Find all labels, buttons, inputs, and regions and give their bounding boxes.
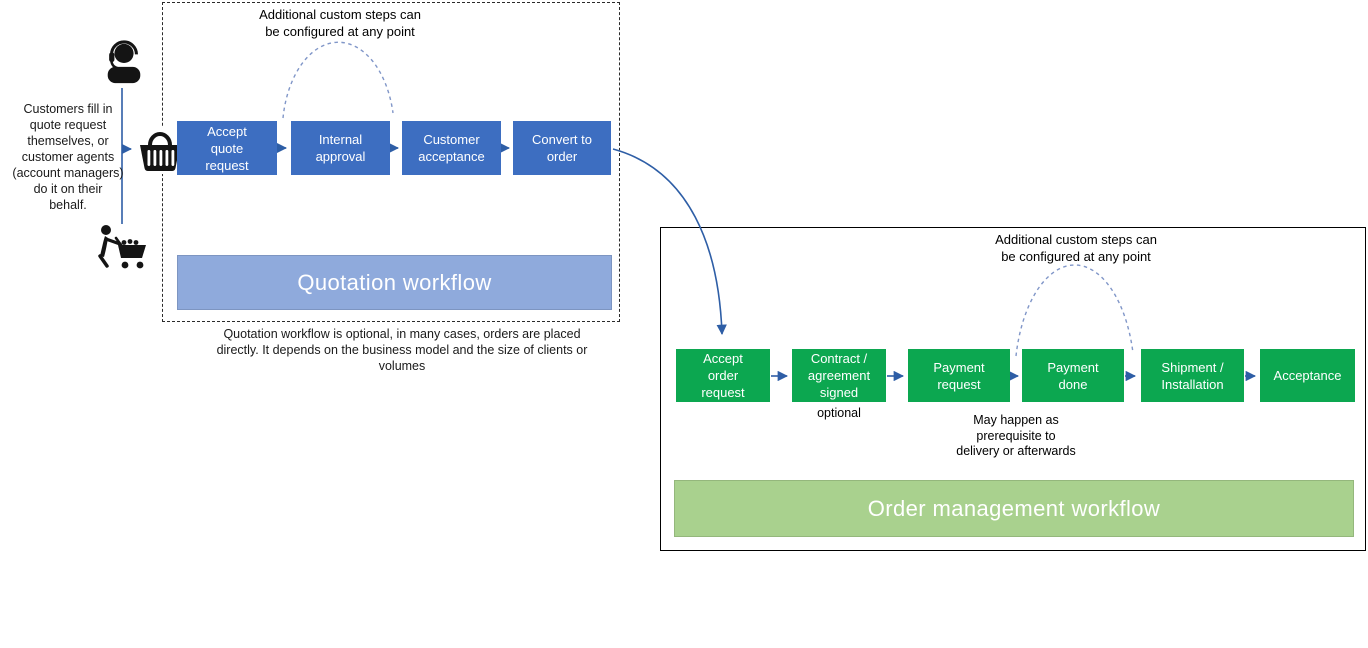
quotation-banner: Quotation workflow — [177, 255, 612, 310]
order-annotation: Additional custom steps can be configure… — [995, 232, 1157, 264]
step-contract-agreement-signed: Contract / agreement signed — [792, 349, 886, 402]
support-agent-icon — [101, 38, 147, 88]
step-payment-request: Payment request — [908, 349, 1010, 402]
step-payment-done: Payment done — [1022, 349, 1124, 402]
step-shipment-installation: Shipment / Installation — [1141, 349, 1244, 402]
order-banner: Order management workflow — [674, 480, 1354, 537]
step-internal-approval: Internal approval — [291, 121, 390, 175]
step-accept-order-request: Accept order request — [676, 349, 770, 402]
step-accept-quote-request: Accept quote request — [177, 121, 277, 175]
customer-note: Customers fill in quote request themselv… — [12, 102, 124, 212]
quotation-caption: Quotation workflow is optional, in many … — [216, 327, 588, 373]
shopping-basket-icon — [137, 126, 183, 174]
quotation-annotation: Additional custom steps can be configure… — [259, 7, 421, 39]
payment-timing-note: May happen as prerequisite to delivery o… — [956, 413, 1076, 458]
step-convert-to-order: Convert to order — [513, 121, 611, 175]
customer-with-cart-icon — [96, 224, 152, 274]
step-customer-acceptance: Customer acceptance — [402, 121, 501, 175]
contract-optional-note: optional — [817, 406, 861, 420]
step-acceptance: Acceptance — [1260, 349, 1355, 402]
order-management-container — [660, 227, 1366, 551]
